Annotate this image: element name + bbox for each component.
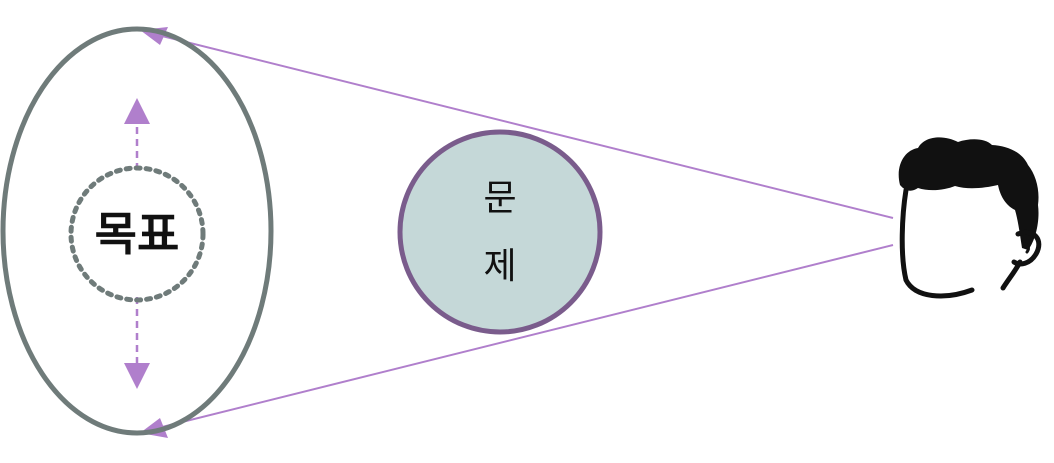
sight-line-bottom bbox=[149, 244, 894, 431]
goal-label: 목표 bbox=[95, 207, 180, 261]
expand-arrow-down-head bbox=[124, 363, 150, 389]
problem-label-line2: 제 bbox=[483, 246, 516, 287]
problem-label-line1: 문 bbox=[483, 178, 516, 219]
goal-dotted-circle bbox=[68, 165, 206, 303]
problem-circle bbox=[397, 129, 603, 335]
expand-arrow-up-head bbox=[124, 98, 150, 124]
person-head-icon bbox=[898, 137, 1042, 299]
sight-line-top bbox=[149, 32, 894, 219]
goal-field-ellipse bbox=[0, 26, 274, 436]
